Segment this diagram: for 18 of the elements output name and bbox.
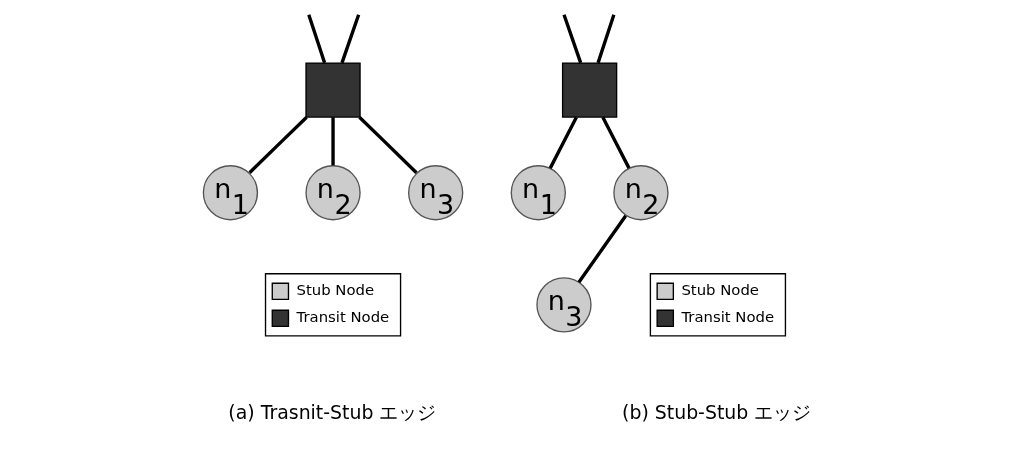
connector (561, 14, 582, 64)
legend-label: Stub Node (680, 281, 759, 300)
legend-label: Transit Node (296, 308, 389, 327)
connector (306, 14, 326, 64)
legend-label: Transit Node (680, 308, 774, 327)
legend-label: Stub Node (296, 281, 374, 300)
label: (a) Trasnit-Stub エッジ (227, 401, 436, 424)
node-box (304, 62, 361, 118)
connector (357, 115, 418, 174)
connector (600, 116, 630, 169)
node-box (561, 62, 617, 118)
connector (548, 116, 578, 169)
connector (247, 115, 308, 174)
connector (596, 14, 615, 64)
label: (b) Stub-Stub エッジ (621, 401, 811, 424)
connector (339, 14, 360, 64)
connector (577, 214, 627, 284)
connector (330, 117, 335, 166)
